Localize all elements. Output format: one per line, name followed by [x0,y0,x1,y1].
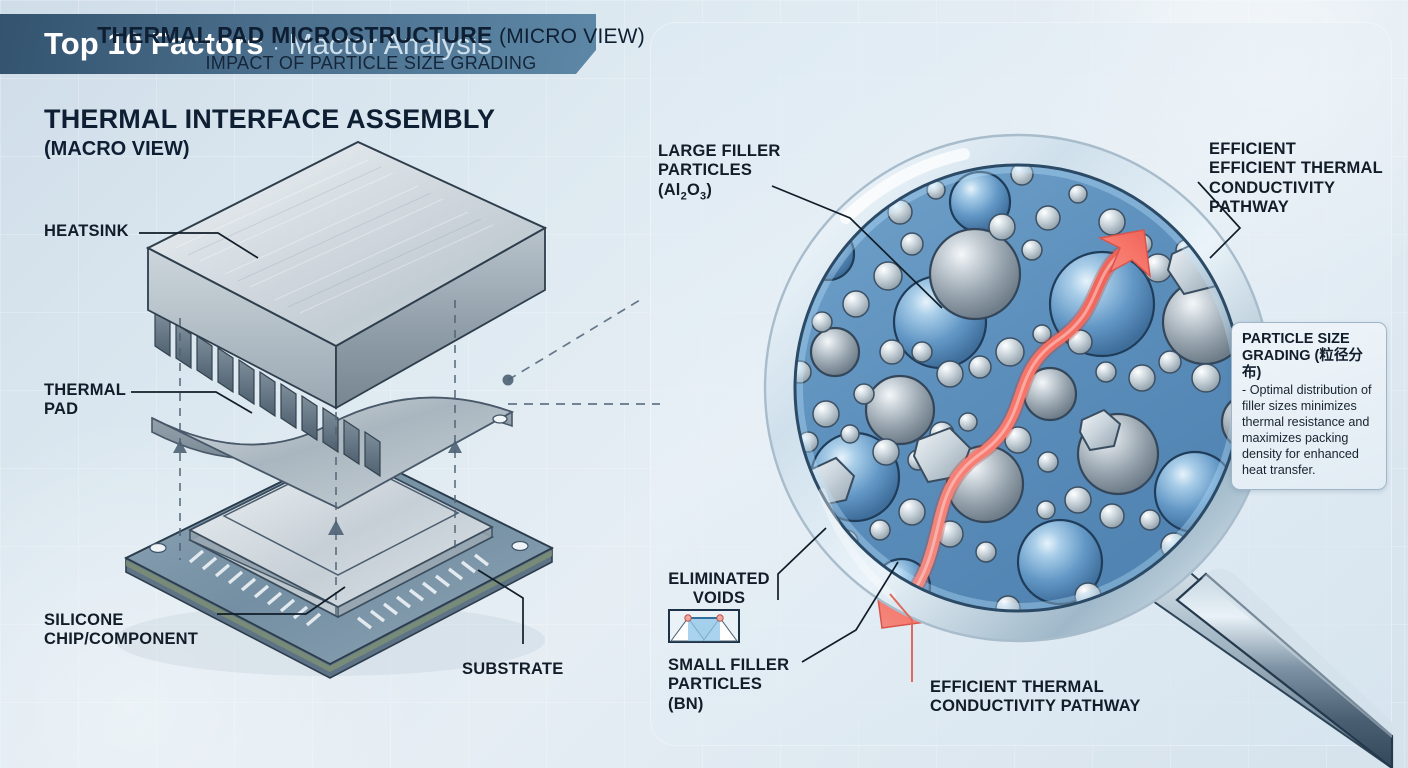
label-efficient-top-line3: CONDUCTIVITY [1209,178,1336,197]
label-substrate: SUBSTRATE [462,660,564,678]
substrate-pins [188,549,490,630]
label-heatsink: HEATSINK [44,222,129,240]
macro-title: THERMAL INTERFACE ASSEMBLY [44,104,496,134]
banner-title: Top 10 Factors [44,26,264,61]
callout-title: PARTICLE SIZE GRADING (粒径分布) [1242,331,1377,381]
micro-title: THERMAL PAD MICROSTRUCTURE [97,22,493,48]
label-small-filler-line2: PARTICLES [668,675,763,694]
label-eliminated-voids-line2: VOIDS [692,589,746,608]
micro-leader-lines-red [889,593,913,682]
macro-subtitle: (MACRO VIEW) [44,138,190,160]
label-eliminated-voids-line1: ELIMINATED [668,570,770,588]
label-large-filler-formula: (Al2O3) [658,181,780,203]
faceted-crystal-particles [804,238,1240,508]
label-small-filler-line3: (BN) [668,694,704,713]
micro-view-heading: THERMAL PAD MICROSTRUCTURE (MICRO VIEW) … [0,22,742,74]
label-small-filler-particles: SMALL FILLER PARTICLES (BN) [668,656,789,714]
assembly-direction-arrows [173,440,462,535]
micro-subtitle: IMPACT OF PARTICLE SIZE GRADING [205,53,537,73]
assembly-alignment-guides [179,300,456,620]
formula-close: ) [706,180,713,199]
callout-body: - Optimal distribution of filler sizes m… [1242,383,1372,477]
formula-al: (Al [658,180,681,199]
callout-title-line2: GRADING (粒径分布) [1242,347,1363,381]
heatsink-body [145,140,548,478]
label-large-filler-particles: LARGE FILLER PARTICLES (Al2O3) [658,142,780,203]
label-efficient-bottom-line2: CONDUCTIVITY PATHWAY [930,697,1141,716]
label-large-filler-line2: PARTICLES [658,161,753,180]
label-efficient-top-line1: EFFICIENT [1209,140,1297,158]
label-thermal-pad-line2: PAD [44,400,79,419]
label-silicone-line2: CHIP/COMPONENT [44,630,199,649]
label-eliminated-voids: ELIMINATED VOIDS [668,570,770,609]
micro-title-row: THERMAL PAD MICROSTRUCTURE (MICRO VIEW) [0,22,742,49]
label-large-filler-line1: LARGE FILLER [658,142,781,160]
label-efficient-bottom-line1: EFFICIENT THERMAL [930,678,1104,696]
banner-subtitle: Mactor Analysis [288,29,492,61]
formula-sub-3: 3 [699,190,707,203]
banner-separator: · [272,36,280,59]
label-thermal-pad: THERMAL PAD [44,381,126,420]
label-efficient-pathway-top: EFFICIENT EFFICIENT THERMAL CONDUCTIVITY… [1209,140,1383,218]
callout-title-line1: PARTICLE SIZE [1242,331,1350,347]
micro-leader-lines [771,181,1242,663]
micro-title-parenthetical: (MICRO VIEW) [499,25,645,48]
label-silicone-line1: SILICONE [44,611,124,629]
label-small-filler-line1: SMALL FILLER [668,656,790,674]
label-efficient-top-line4: PATHWAY [1209,198,1289,217]
label-thermal-pad-line1: THERMAL [44,381,127,399]
label-silicone-chip: SILICONE CHIP/COMPONENT [44,611,198,650]
heatsink-fins [154,310,381,478]
eliminated-voids-icon [668,609,740,643]
formula-o: O [686,180,700,199]
formula-sub-2: 2 [680,190,687,203]
macro-view-heading: THERMAL INTERFACE ASSEMBLY (MACRO VIEW) [44,104,495,161]
label-efficient-pathway-bottom: EFFICIENT THERMAL CONDUCTIVITY PATHWAY [930,678,1141,717]
label-efficient-top-line2: EFFICIENT THERMAL [1209,159,1383,178]
macro-leader-lines [131,232,524,644]
header-banner: Top 10 Factors · Mactor Analysis [0,14,596,74]
small-filler-particles [796,166,1240,610]
particle-size-grading-callout: PARTICLE SIZE GRADING (粒径分布) - Optimal d… [1231,322,1387,490]
